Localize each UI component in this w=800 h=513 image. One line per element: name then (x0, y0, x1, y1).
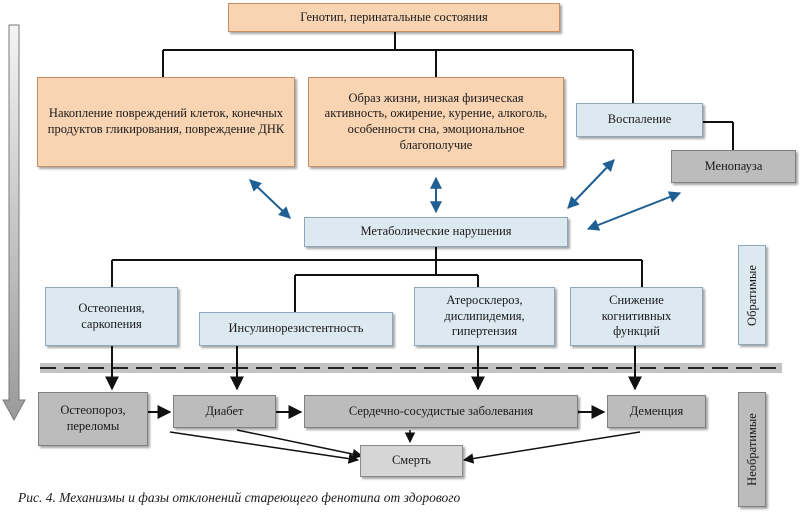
figure-caption: Рис. 4. Механизмы и фазы отклонений стар… (18, 490, 461, 505)
atherosclerosis-box: Атеросклероз, дислипидемия, гипертензия (414, 287, 555, 346)
lifestyle-label: Образ жизни, низкая физическая активност… (324, 90, 548, 152)
diabetes-box: Диабет (173, 395, 276, 428)
atherosclerosis-label: Атеросклероз, дислипидемия, гипертензия (444, 293, 525, 339)
cardiovascular-box: Сердечно-сосудистые заболевания (304, 395, 578, 428)
menopause-label: Менопауза (704, 158, 763, 173)
genotype-label: Генотип, перинатальные состояния (300, 9, 488, 24)
reversible-label-box: Обратимые (738, 245, 766, 345)
lifestyle-box: Образ жизни, низкая физическая активност… (308, 77, 564, 167)
insulin-resistance-box: Инсулинорезистентность (199, 312, 393, 346)
cognitive-decline-box: Снижение когнитивных функций (570, 287, 703, 346)
osteoporosis-label: Остеопороз, переломы (60, 403, 126, 433)
osteopenia-box: Остеопения, саркопения (45, 287, 178, 346)
genotype-box: Генотип, перинатальные состояния (228, 3, 560, 32)
cognitive-decline-label: Снижение когнитивных функций (601, 293, 672, 339)
death-box: Смерть (360, 445, 463, 477)
time-arrow (2, 24, 26, 422)
reversible-label: Обратимые (744, 264, 759, 326)
osteoporosis-box: Остеопороз, переломы (38, 392, 148, 446)
osteopenia-label: Остеопения, саркопения (78, 300, 145, 331)
inflammation-box: Воспаление (576, 103, 703, 137)
inflammation-label: Воспаление (607, 112, 672, 127)
diabetes-label: Диабет (205, 403, 244, 418)
irreversible-label-box: Необратимые (738, 392, 766, 507)
metabolic-box: Метаболические нарушения (304, 217, 568, 247)
irreversible-label: Необратимые (744, 413, 759, 486)
cardiovascular-label: Сердечно-сосудистые заболевания (348, 403, 534, 418)
dementia-label: Деменция (629, 403, 684, 418)
insulin-resistance-label: Инсулинорезистентность (228, 321, 364, 336)
dementia-box: Деменция (607, 395, 706, 428)
cell-damage-label: Накопление повреждений клеток, конечных … (47, 106, 285, 136)
cell-damage-box: Накопление повреждений клеток, конечных … (37, 77, 295, 167)
metabolic-label: Метаболические нарушения (360, 224, 512, 239)
death-label: Смерть (391, 453, 432, 468)
menopause-box: Менопауза (671, 150, 796, 183)
